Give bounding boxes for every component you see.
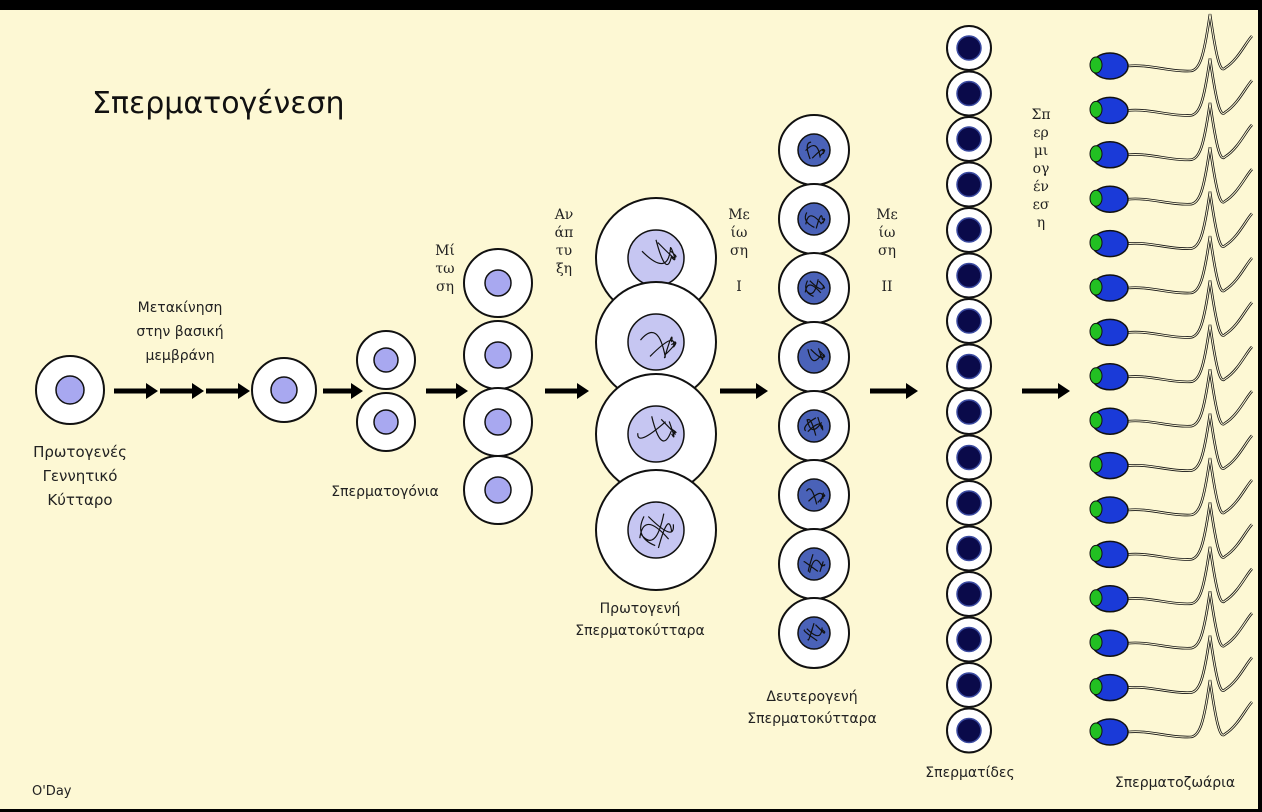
spermatozoon-acrosome (1090, 146, 1102, 162)
spermatozoon-acrosome (1090, 723, 1102, 739)
spermatid-nucleus (957, 673, 981, 697)
spermatozoon-acrosome (1090, 101, 1102, 117)
spermatid-nucleus (957, 400, 981, 424)
spermatid-nucleus (957, 491, 981, 515)
spermatid-nucleus (957, 218, 981, 242)
spermatid-nucleus (957, 446, 981, 470)
arrow-mitosis-head (456, 383, 468, 399)
migration-arrow-3-head (238, 383, 250, 399)
spermatozoon-acrosome (1090, 457, 1102, 473)
spermatid-nucleus (957, 309, 981, 333)
primary-spermatocyte-nucleus (628, 502, 684, 558)
spermatozoon-acrosome (1090, 190, 1102, 206)
spermatid-nucleus (957, 719, 981, 743)
secondary-spermatocyte-nucleus (798, 272, 830, 304)
secondary-spermatocyte-nucleus (798, 617, 830, 649)
spermatozoon-acrosome (1090, 634, 1102, 650)
spermatogonium-nucleus (271, 377, 297, 403)
spermatozoon-acrosome (1090, 590, 1102, 606)
arrow-to-pair-head (351, 383, 363, 399)
migration-arrow-1-head (146, 383, 158, 399)
spermatogonium-column-cell-nucleus (485, 409, 511, 435)
spermatid-nucleus (957, 582, 981, 606)
primary-spermatocyte-nucleus (628, 230, 684, 286)
arrow-growth-head (577, 383, 589, 399)
spermatozoon-acrosome (1090, 368, 1102, 384)
spermatozoon-acrosome (1090, 501, 1102, 517)
spermatozoon-acrosome (1090, 279, 1102, 295)
spermatogonium-column-cell-nucleus (485, 270, 511, 296)
spermatid-nucleus (957, 82, 981, 106)
spermatozoon-acrosome (1090, 323, 1102, 339)
spermatid-nucleus (957, 355, 981, 379)
spermatozoon-acrosome (1090, 57, 1102, 73)
spermatozoon-acrosome (1090, 545, 1102, 561)
secondary-spermatocyte-nucleus (798, 134, 830, 166)
spermatid-nucleus (957, 264, 981, 288)
spermatogonium-column-cell-nucleus (485, 342, 511, 368)
migration-arrow-2-head (192, 383, 204, 399)
spermatid-nucleus (957, 628, 981, 652)
arrow-meiosis-2-head (906, 383, 918, 399)
spermatogonium-column-cell-nucleus (485, 477, 511, 503)
spermatid-nucleus (957, 173, 981, 197)
arrow-meiosis-1-head (756, 383, 768, 399)
secondary-spermatocyte-nucleus (798, 548, 830, 580)
secondary-spermatocyte-nucleus (798, 341, 830, 373)
spermatozoon-tail (1128, 14, 1252, 71)
spermatid-nucleus (957, 537, 981, 561)
secondary-spermatocyte-nucleus (798, 203, 830, 235)
spermatogonium-pair-cell-nucleus (374, 348, 398, 372)
spermatozoon-acrosome (1090, 679, 1102, 695)
spermatid-nucleus (957, 127, 981, 151)
spermatozoon-acrosome (1090, 412, 1102, 428)
spermatid-nucleus (957, 36, 981, 60)
spermatozoon-acrosome (1090, 235, 1102, 251)
primordial-germ-cell-nucleus (56, 376, 84, 404)
spermatogonium-pair-cell-nucleus (374, 410, 398, 434)
arrow-spermiogenesis-head (1058, 383, 1070, 399)
